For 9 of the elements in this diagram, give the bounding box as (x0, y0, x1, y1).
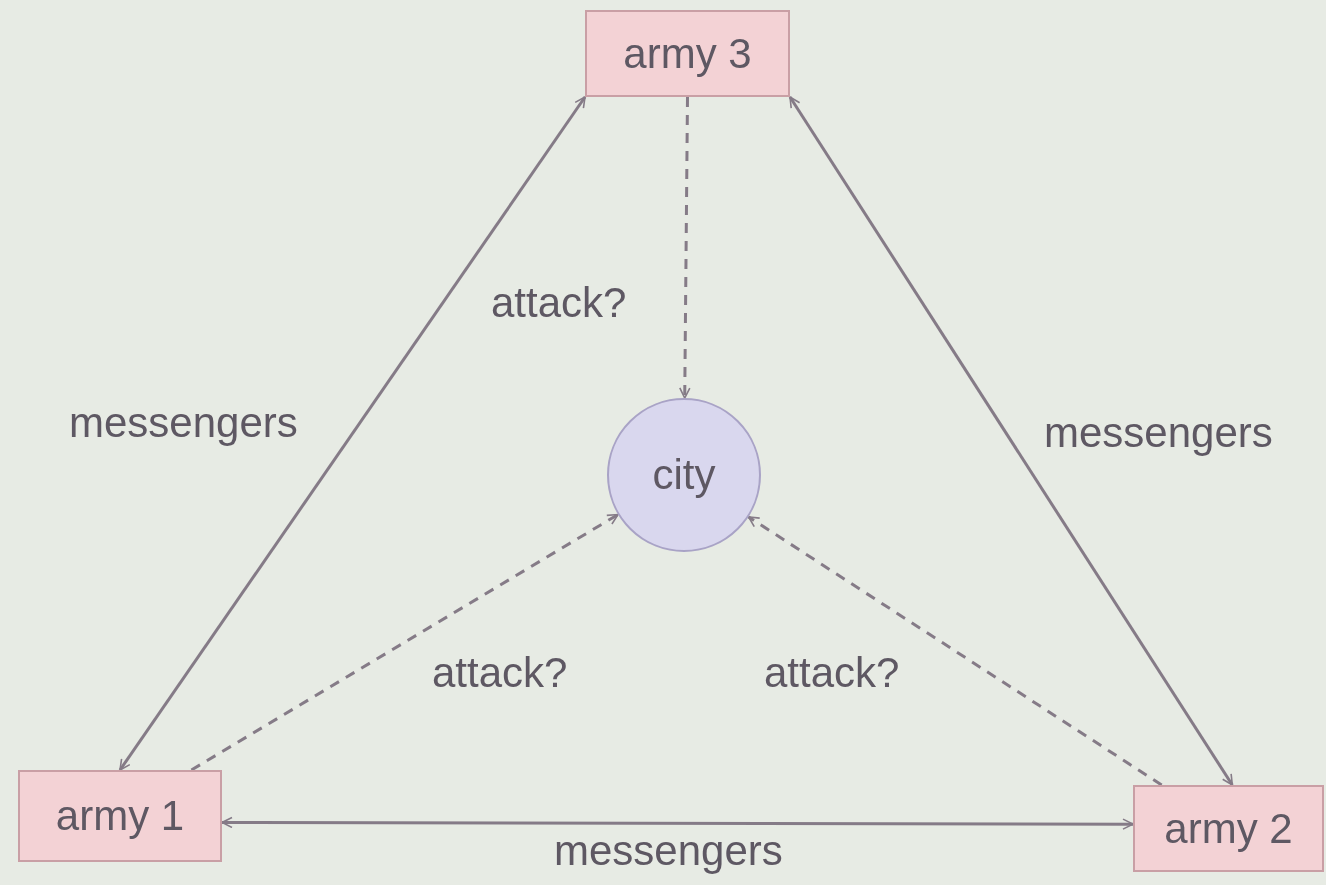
dashed-arrow (679, 97, 691, 399)
army-box: army 2 (1133, 785, 1324, 872)
dashed-arrow (747, 515, 1163, 787)
dashed-arrow (190, 513, 619, 772)
army-box: army 1 (18, 770, 222, 862)
arrow (221, 816, 1134, 830)
arrow (118, 96, 587, 771)
arrow (788, 96, 1234, 786)
army-box: army 3 (585, 10, 790, 97)
